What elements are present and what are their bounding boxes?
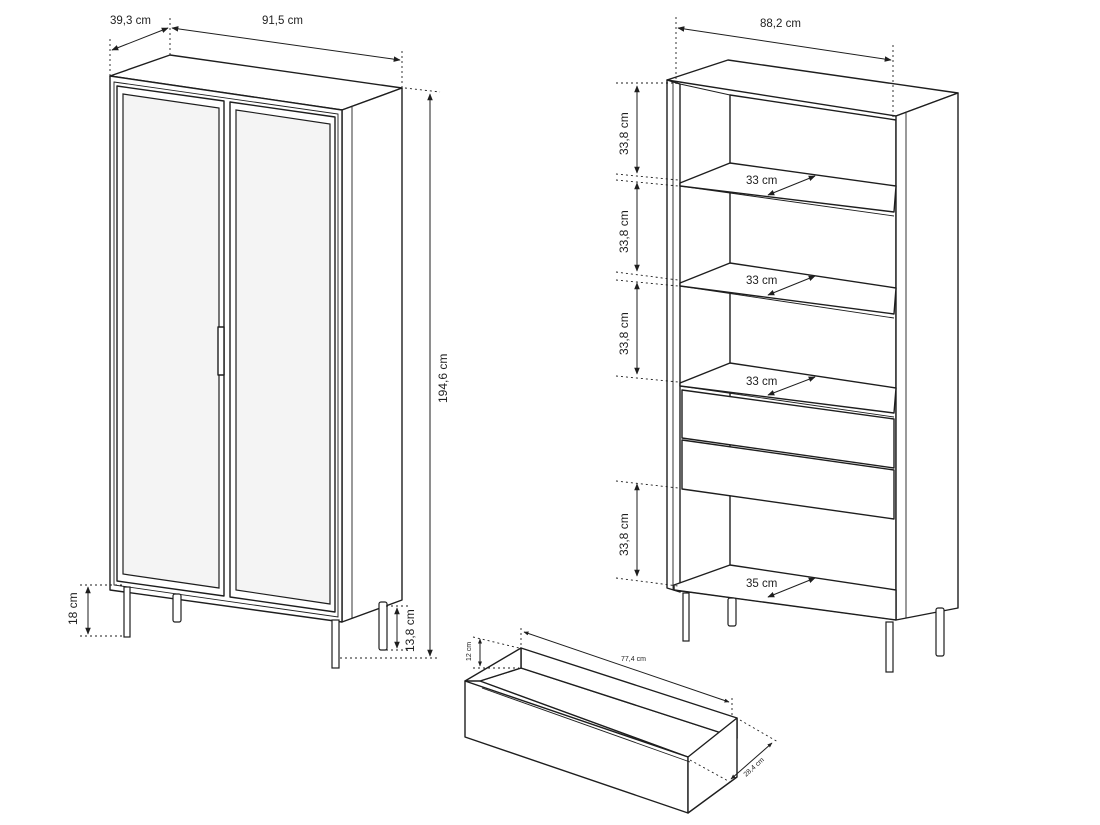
open-cabinet-leg [682,592,690,642]
door-handle [217,326,225,376]
open-cabinet: 88,2 cm 33,8 cm 33,8 cm 33,8 cm 33,8 cm … [615,14,959,673]
shelf-1-depth-label: 33 cm [746,175,777,187]
open-cabinet-left-edge [666,79,681,593]
depth-label: 39,3 cm [110,15,151,27]
open-cabinet-side [895,92,959,621]
open-cabinet-leg [885,621,894,673]
open-cabinet-leg [935,607,945,657]
drawer-depth-line [730,742,773,780]
drawer-depth-label: 28,4 cm [743,757,766,779]
shelf-3-depth-label: 33 cm [746,376,777,388]
bottom-shelf-depth-label: 35 cm [746,578,777,590]
drawer-front-upper [681,389,895,469]
leg-height-label: 18 cm [66,592,80,625]
width-label: 91,5 cm [262,15,303,27]
compartment-4-height-label: 33,8 cm [617,513,631,556]
compartment-2-height-label: 33,8 cm [617,210,631,253]
shelf-2-depth-line [767,275,816,296]
open-cabinet-leg [727,597,737,627]
floor-clearance-label: 13,8 cm [403,609,417,652]
cabinet-leg [378,601,388,651]
height-label: 194,6 cm [436,354,450,403]
closed-cabinet: 39,3 cm 91,5 cm 194,6 cm 18 cm 13,8 cm [66,15,450,669]
inner-width-label: 88,2 cm [760,18,801,30]
drawer-detail: 12 cm 77,4 cm 28,4 cm [464,626,779,814]
cabinet-leg [172,593,182,623]
left-door-glass [122,93,220,589]
shelf-3-depth-line [767,376,816,396]
cabinet-side-panel [341,87,403,623]
drawer-height-label: 12 cm [466,642,473,661]
compartment-3-height-label: 33,8 cm [617,312,631,355]
width-dimension-line [171,26,401,62]
cabinet-leg [331,619,340,669]
compartment-1-height-label: 33,8 cm [617,112,631,155]
right-door-glass [235,109,331,605]
inner-width-dimension-line [677,26,892,62]
shelf-2-depth-label: 33 cm [746,275,777,287]
drawer-left-wall [464,647,522,682]
drawer-length-line [523,631,730,703]
bottom-shelf-depth-line [767,577,816,598]
drawer-length-label: 77,4 cm [621,656,646,663]
cabinet-leg [123,586,131,638]
drawer-front-lower [681,439,895,520]
shelf-1-depth-line [767,175,816,196]
depth-dimension-line [111,27,169,51]
